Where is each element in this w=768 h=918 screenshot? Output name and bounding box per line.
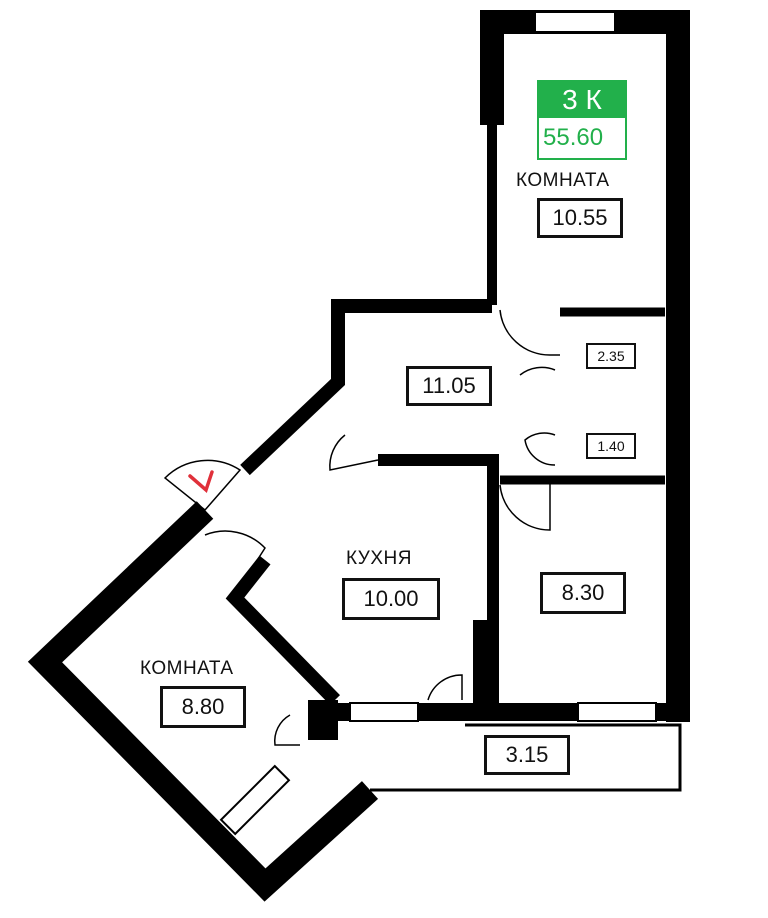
door-swing [204, 530, 266, 596]
wall-left-room [27, 501, 379, 902]
wall-kitchen-left [225, 555, 340, 705]
door-swing [524, 432, 556, 466]
window [219, 764, 291, 836]
kitchen-area: 10.00 [342, 578, 440, 620]
entrance-mark-icon [188, 470, 214, 494]
wall-kitchen-top [378, 454, 499, 705]
door-swing [329, 434, 379, 471]
total-area: 55.60 [539, 118, 625, 158]
hall-area: 11.05 [406, 366, 492, 406]
kitchen-label: КУХНЯ [346, 548, 412, 569]
room-count: 3 К [539, 82, 625, 118]
door-swing [499, 309, 560, 356]
balcony-area: 3.15 [484, 735, 570, 775]
window [534, 11, 616, 33]
window [349, 702, 419, 722]
apartment-badge: 3 К 55.60 [537, 80, 627, 160]
bathroom-area: 2.35 [586, 343, 636, 369]
balcony-outline [370, 723, 682, 792]
room-label: КОМНАТА [516, 170, 610, 191]
room-area: 8.30 [540, 572, 626, 614]
door-swing [427, 674, 463, 701]
room-label: КОМНАТА [140, 658, 234, 679]
window [577, 702, 657, 722]
room-area: 8.80 [160, 686, 246, 728]
door-swing [519, 366, 556, 376]
door-swing [274, 714, 300, 746]
entrance-door [163, 459, 242, 512]
room-area: 10.55 [537, 198, 623, 238]
toilet-area: 1.40 [586, 433, 636, 459]
door-swing [499, 482, 551, 531]
wall-hall-top [240, 299, 492, 476]
